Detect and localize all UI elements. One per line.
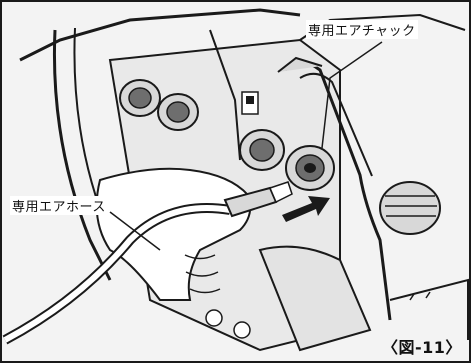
panel-marks	[409, 291, 431, 301]
left-frame-rail	[52, 29, 112, 281]
air-chuck-label: 専用エアチャック	[306, 20, 418, 39]
insertion-arrow	[282, 196, 330, 222]
air-hose-label: 専用エアホース	[10, 196, 108, 215]
base-edge	[389, 278, 469, 340]
bolt-1	[205, 309, 223, 327]
lower-housing	[258, 245, 372, 352]
air-hose-leader	[109, 211, 161, 251]
adjust-knob	[379, 181, 441, 235]
figure-number: 〈図-11〉	[380, 334, 464, 358]
connector-middle	[239, 129, 285, 171]
connector-top-left	[119, 79, 199, 131]
air-chuck-leader	[321, 41, 383, 149]
air-chuck-socket	[285, 145, 335, 191]
bolt-2	[233, 321, 251, 339]
air-hose	[3, 205, 231, 343]
panel-edge	[209, 29, 241, 161]
handle-grip	[277, 56, 323, 73]
hose-nozzle	[223, 181, 293, 218]
top-frame-bar	[19, 8, 301, 62]
finger-lines	[184, 254, 221, 294]
right-handle-frame-inner	[299, 72, 373, 177]
operator-hand	[95, 167, 252, 301]
